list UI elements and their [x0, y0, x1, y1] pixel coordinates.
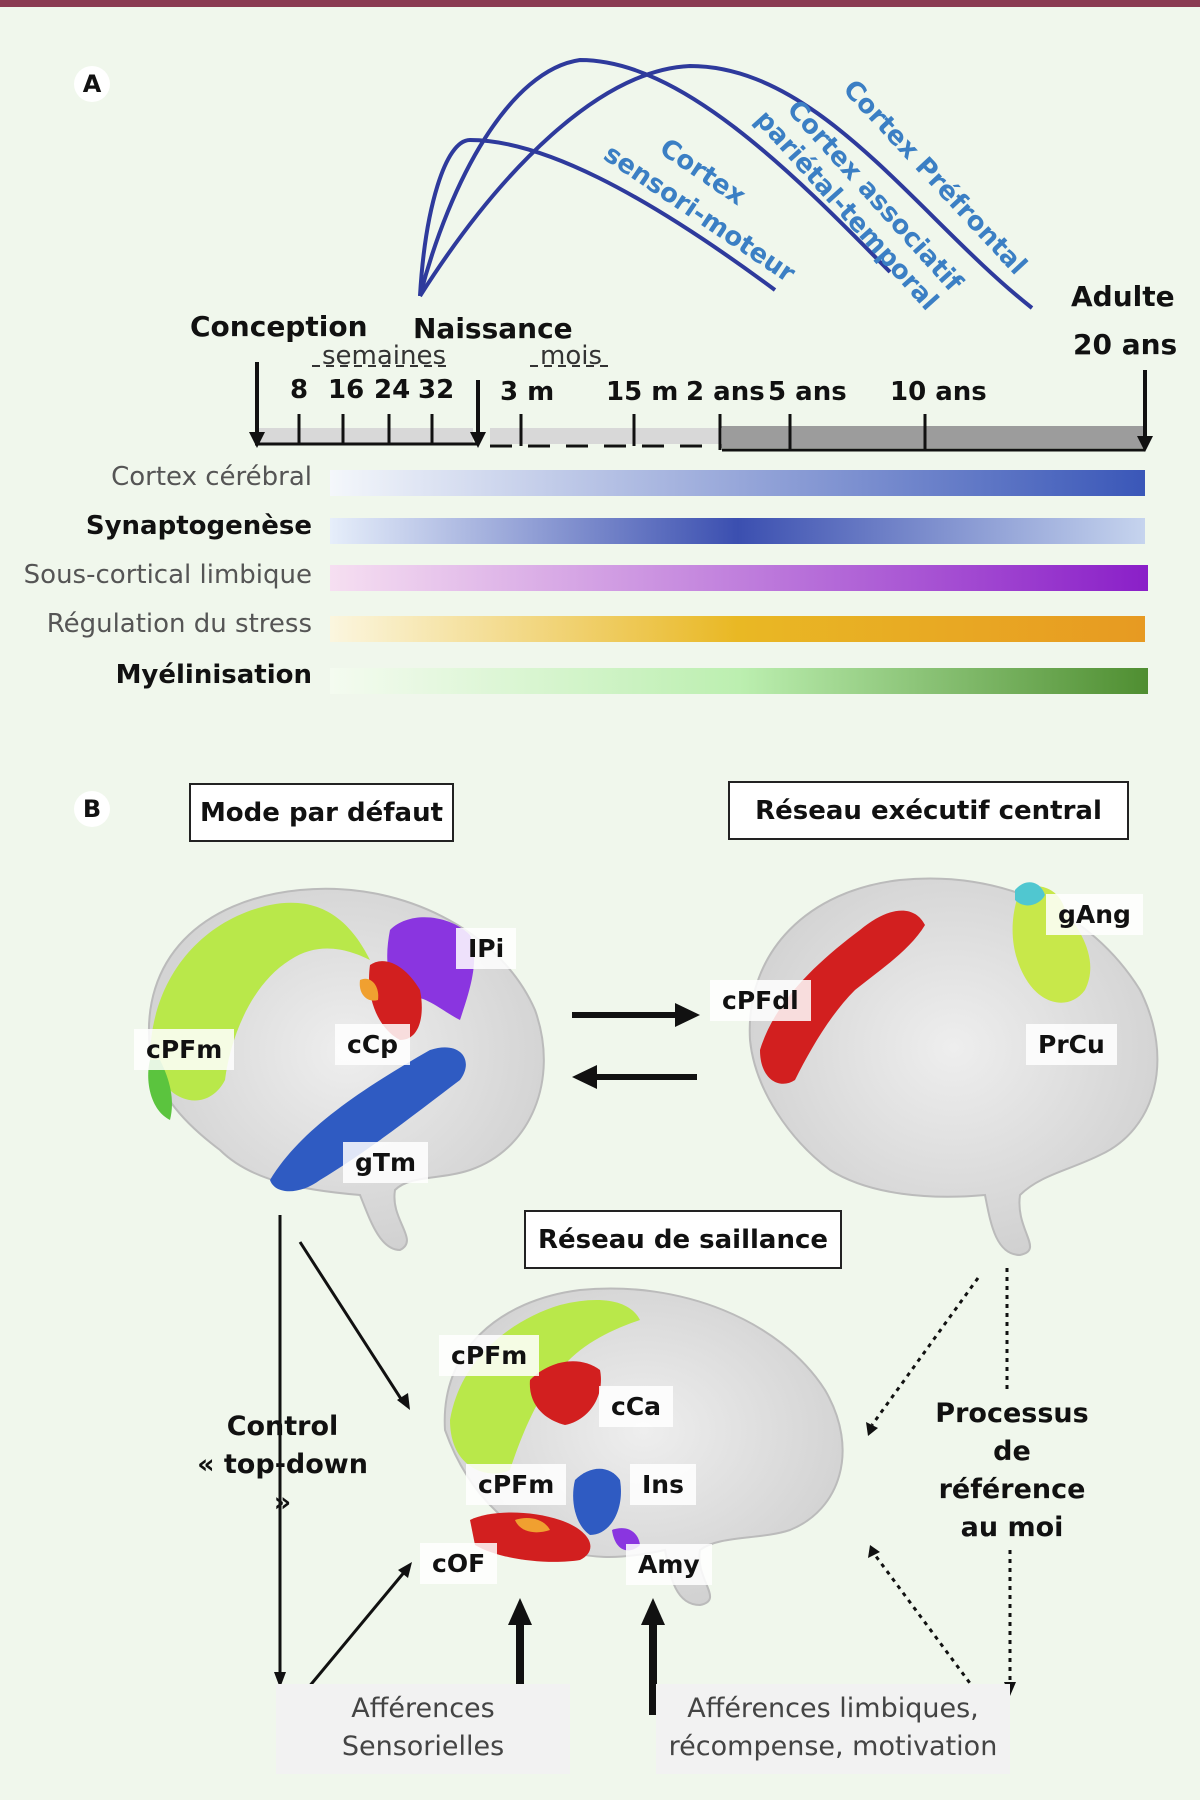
region-tag-gtm: gTm — [343, 1142, 428, 1183]
curve-prefrontal — [418, 63, 1034, 310]
label-conception: Conception — [190, 310, 368, 343]
tick-label-8: 8 — [290, 375, 308, 405]
label-self-reference: Processus de référence au moi — [922, 1395, 1102, 1547]
salience-network-title: Réseau de saillance — [524, 1210, 842, 1269]
label-control-top-down: Control « top-down » — [197, 1411, 368, 1518]
row-label-myelinisation: Myélinisation — [115, 660, 312, 690]
executive-network-title: Réseau exécutif central — [728, 781, 1129, 840]
region-tag-cpfdl: cPFdl — [710, 980, 811, 1021]
panel-a-letter: A — [74, 66, 110, 102]
bar-stress — [330, 616, 1145, 642]
curve-associative — [418, 57, 892, 297]
region-tag-ccp: cCp — [335, 1024, 411, 1065]
region-tag-ins: Ins — [630, 1464, 696, 1505]
region-tag-prcu: PrCu — [1026, 1024, 1117, 1065]
afferent-limbic-box: Afférences limbiques, récompense, motiva… — [656, 1684, 1010, 1774]
panel-b-letter: B — [74, 791, 110, 827]
region-tag-amy: Amy — [626, 1544, 712, 1585]
timeline-prenatal-bar — [255, 428, 473, 444]
region-tag-cca: cCa — [599, 1386, 674, 1427]
top-accent-bar — [0, 0, 1200, 7]
region-tag-cpfm-salience-1: cPFm — [439, 1335, 540, 1376]
region-tag-ipi: IPi — [456, 928, 517, 969]
tick-label-10ans: 10 ans — [890, 377, 987, 407]
region-tag-cpfm-default: cPFm — [134, 1029, 235, 1070]
bar-sous-cortical — [330, 565, 1148, 591]
bar-myelinisation — [330, 668, 1148, 694]
label-naissance: Naissance — [413, 312, 573, 345]
tick-label-24: 24 — [374, 375, 410, 405]
brain-default-mode — [147, 887, 545, 1252]
region-tag-cof: cOF — [420, 1543, 498, 1584]
label-adulte-age: 20 ans — [1073, 328, 1177, 361]
region-tag-gang: gAng — [1046, 894, 1143, 935]
bar-cortex-cerebral — [330, 470, 1145, 496]
brain-executive — [748, 877, 1159, 1257]
timeline-postnatal-bar — [720, 426, 1145, 448]
row-label-synaptogenese: Synaptogenèse — [85, 511, 312, 541]
curve-sensorimotor — [418, 137, 777, 297]
label-adulte: Adulte — [1071, 280, 1175, 313]
tick-label-32: 32 — [418, 375, 454, 405]
bar-synaptogenese — [330, 518, 1145, 544]
row-label-cortex: Cortex cérébral — [111, 462, 312, 492]
afferent-sensory-box: Afférences Sensorielles — [276, 1684, 570, 1774]
tick-label-15m: 15 m — [606, 377, 678, 407]
row-label-stress: Régulation du stress — [46, 609, 312, 639]
default-mode-title: Mode par défaut — [189, 783, 454, 842]
tick-label-16: 16 — [328, 375, 364, 405]
tick-label-5ans: 5 ans — [768, 377, 847, 407]
tick-label-2ans: 2 ans — [686, 377, 765, 407]
tick-label-3m: 3 m — [500, 377, 554, 407]
row-label-sous-cortical: Sous-cortical limbique — [23, 560, 312, 590]
timeline-childhood-bar — [490, 428, 722, 444]
region-tag-cpfm-salience-2: cPFm — [466, 1464, 567, 1505]
